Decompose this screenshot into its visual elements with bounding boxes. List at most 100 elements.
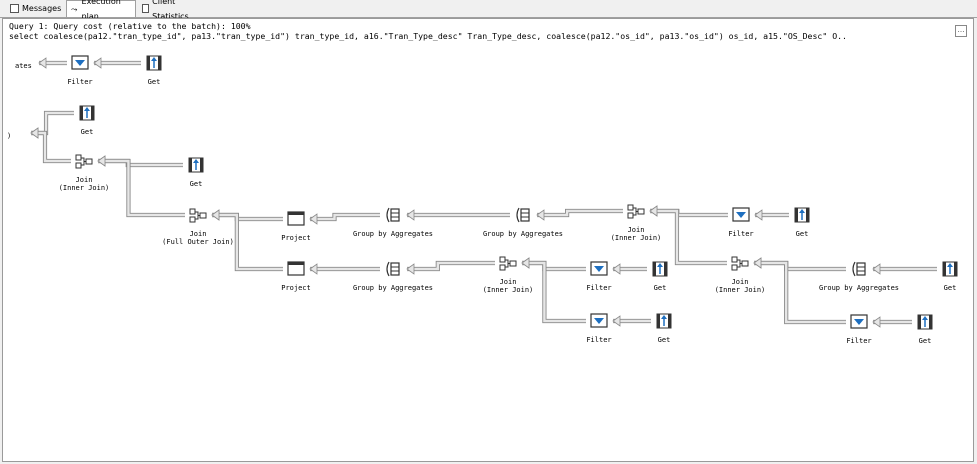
plan-node-join[interactable]: Join(Inner Join)	[483, 256, 534, 294]
plan-node-filter[interactable]: Filter	[67, 55, 93, 86]
tab-client-statistics[interactable]: Client Statistics	[138, 0, 202, 21]
node-label: Group by Aggregates	[353, 230, 433, 238]
query-header: Query 1: Query cost (relative to the bat…	[9, 21, 847, 41]
node-label: Group by Aggregates	[819, 284, 899, 292]
get-icon	[188, 157, 204, 173]
connector-layer	[30, 57, 937, 328]
flow-arrow	[211, 209, 220, 221]
flow-arrow	[406, 209, 415, 221]
filter-icon	[590, 261, 608, 276]
node-label: Join	[500, 278, 517, 286]
node-label: ates	[15, 62, 32, 70]
node-label: Filter	[67, 78, 92, 86]
plan-node-group-by-aggregates[interactable]: Group by Aggregates	[353, 261, 433, 292]
plan-connector-fill	[310, 213, 380, 221]
node-label: Get	[919, 337, 932, 345]
node-label: Get	[148, 78, 161, 86]
tab-messages-label: Messages	[22, 4, 62, 13]
node-label: Join	[732, 278, 749, 286]
node-label: Group by Aggregates	[483, 230, 563, 238]
get-icon	[652, 261, 668, 277]
join-icon	[731, 256, 749, 271]
tab-execution-plan-label: Execution plan	[81, 0, 121, 21]
node-sublabel: (Full Outer Join)	[162, 238, 234, 246]
plan-node-get[interactable]: Get	[917, 314, 933, 345]
flow-arrow	[612, 315, 621, 327]
plan-connector	[98, 158, 185, 218]
flow-arrow	[309, 213, 318, 225]
flow-arrow	[649, 205, 658, 217]
plan-node-get[interactable]: Get	[79, 105, 95, 136]
node-label: Filter	[586, 284, 611, 292]
tab-execution-plan[interactable]: ⤳ Execution plan	[66, 0, 136, 21]
plan-node-get[interactable]: Get	[942, 261, 958, 292]
plan-connector-fill	[650, 209, 727, 265]
node-label: Get	[190, 180, 203, 188]
tab-client-statistics-label: Client Statistics	[152, 0, 189, 21]
node-label: Get	[796, 230, 809, 238]
flow-arrow	[872, 263, 881, 275]
plan-node-ates[interactable]: ates	[15, 62, 32, 70]
plan-node-join[interactable]: Join(Inner Join)	[715, 256, 766, 294]
plan-connector-fill	[407, 261, 495, 271]
flow-arrow	[406, 263, 415, 275]
plan-node-filter[interactable]: Filter	[586, 261, 612, 292]
filter-icon	[732, 207, 750, 222]
flow-arrow	[38, 57, 47, 69]
filter-icon	[71, 55, 89, 70]
node-label: Join	[628, 226, 645, 234]
execution-plan-icon: ⤳	[71, 4, 78, 14]
expand-query-button[interactable]: …	[955, 25, 967, 37]
execution-plan-pane[interactable]: Query 1: Query cost (relative to the bat…	[2, 18, 974, 462]
plan-node-join[interactable]: Join(Inner Join)	[611, 204, 662, 242]
results-tab-strip: Messages ⤳ Execution plan Client Statist…	[0, 0, 977, 21]
flow-arrow	[753, 257, 762, 269]
node-sublabel: (Inner Join)	[715, 286, 766, 294]
filter-icon	[590, 313, 608, 328]
tab-messages[interactable]: Messages	[6, 1, 66, 16]
plan-node-get[interactable]: Get	[146, 55, 162, 86]
get-icon	[794, 207, 810, 223]
node-label: Get	[654, 284, 667, 292]
flow-arrow	[30, 127, 39, 139]
node-label: Join	[76, 176, 93, 184]
plan-node-get[interactable]: Get	[656, 313, 672, 344]
plan-node-join[interactable]: Join(Full Outer Join)	[162, 208, 234, 246]
filter-icon	[850, 314, 868, 329]
node-sublabel: (Inner Join)	[483, 286, 534, 294]
plan-node-group-by-aggregates[interactable]: Group by Aggregates	[483, 207, 563, 238]
plan-node-project[interactable]: Project	[281, 261, 311, 292]
query-text-line: select coalesce(pa12."tran_type_id", pa1…	[9, 31, 847, 41]
join-icon	[189, 208, 207, 223]
node-label: )	[7, 132, 11, 140]
plan-node-get[interactable]: Get	[652, 261, 668, 292]
plan-node-join[interactable]: Join(Inner Join)	[59, 154, 110, 192]
plan-connector-fill	[98, 159, 185, 217]
plan-node-project[interactable]: Project	[281, 211, 311, 242]
node-label: Project	[281, 284, 311, 292]
messages-icon	[10, 4, 19, 13]
node-label: Get	[81, 128, 94, 136]
node-label: Group by Aggregates	[353, 284, 433, 292]
plan-node-get[interactable]: Get	[188, 157, 204, 188]
plan-connector	[650, 208, 727, 266]
client-statistics-icon	[142, 4, 150, 13]
node-label: Get	[944, 284, 957, 292]
plan-node-filter[interactable]: Filter	[728, 207, 754, 238]
node-label: Filter	[586, 336, 611, 344]
node-label: Filter	[728, 230, 753, 238]
group-icon	[386, 261, 400, 277]
plan-node-get[interactable]: Get	[794, 207, 810, 238]
plan-node-filter[interactable]: Filter	[586, 313, 612, 344]
group-icon	[852, 261, 866, 277]
plan-connector-fill	[522, 261, 586, 323]
group-icon	[386, 207, 400, 223]
get-icon	[942, 261, 958, 277]
plan-node-group-by-aggregates[interactable]: Group by Aggregates	[353, 207, 433, 238]
plan-node-group-by-aggregates[interactable]: Group by Aggregates	[819, 261, 899, 292]
project-icon	[287, 261, 305, 276]
node-label: Project	[281, 234, 311, 242]
plan-connector-fill	[212, 213, 283, 271]
plan-node-filter[interactable]: Filter	[846, 314, 872, 345]
plan-node-[interactable]: )	[7, 132, 11, 140]
